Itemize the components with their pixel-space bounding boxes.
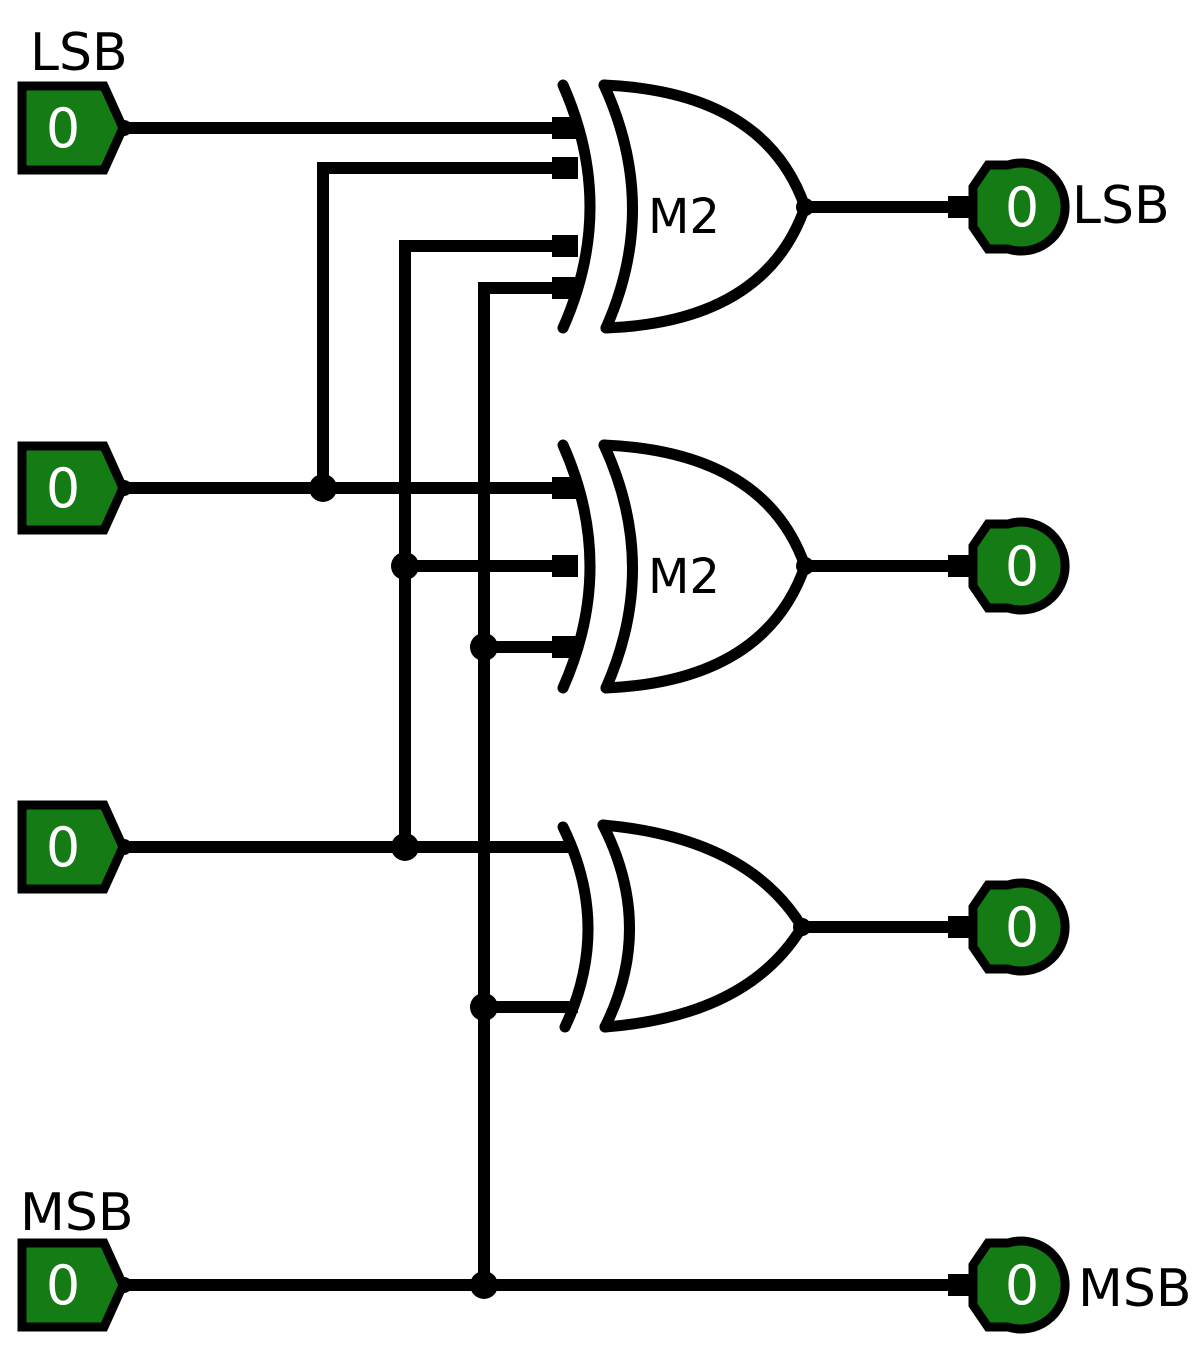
gate-input-stub [552,157,578,179]
gate-body-bottom-curve [599,921,808,1033]
output-pin-2: 0 [948,517,1070,615]
gate-input-stub [552,235,578,257]
wires [117,122,956,1291]
junction-dot [391,833,419,861]
output-pin-shape [968,1236,1070,1334]
input-label-lsb: LSB [30,23,128,83]
gate-output-dot [796,198,814,216]
pin-value: 0 [1005,896,1039,959]
input-pin-2[interactable]: 0 [17,441,128,535]
junction-dot [309,474,337,502]
gate-output-dot [793,918,811,936]
gate-body-left-arc [598,439,638,694]
pin-value: 0 [46,457,80,520]
pin-value: 0 [1005,535,1039,598]
output-label-lsb: LSB [1072,176,1170,236]
output-pin-stub [948,916,975,938]
gate-output-dot [796,557,814,575]
junction-dot [470,993,498,1021]
input-label-msb: MSB [20,1183,134,1243]
pin-value: 0 [46,97,80,160]
xor-gate-top: M2 [552,79,814,334]
gate-body-bottom-curve [600,201,811,334]
gate-label: M2 [648,189,720,245]
xor-leading-arc [557,821,594,1033]
gate-body-left-arc [598,79,638,334]
junction-dot [391,552,419,580]
output-pin-shape [968,878,1070,976]
gate-body-top-curve [598,79,811,213]
input-pin-shape[interactable] [17,81,128,175]
input-pin-lsb[interactable]: 0 [17,81,128,175]
junction-dot [470,633,498,661]
gate-body-top-curve [598,439,811,572]
gate-body-left-arc [597,819,635,1033]
gate-body-top-curve [597,819,808,933]
output-pin-stub [948,1274,975,1296]
gate-body-bottom-curve [600,560,811,694]
pin-value: 0 [1005,1254,1039,1317]
output-label-msb: MSB [1078,1259,1192,1319]
output-pin-3: 0 [948,878,1070,976]
xor-gate-bottom [557,819,811,1033]
input-pin-3[interactable]: 0 [17,800,128,894]
xor-leading-arc [557,439,596,694]
xor-leading-arc [557,79,596,334]
gate-input-stub [552,555,578,577]
pin-value: 0 [46,816,80,879]
xor-gate-middle: M2 [552,439,814,694]
output-pin-shape [968,517,1070,615]
input-pin-shape[interactable] [17,441,128,535]
gate-label: M2 [648,549,720,605]
output-pin-stub [948,555,975,577]
pin-value: 0 [46,1254,80,1317]
input-pin-shape[interactable] [17,1238,128,1332]
input-pin-shape[interactable] [17,800,128,894]
output-pin-lsb: 0 [948,158,1070,256]
wire-junctions [116,120,498,1299]
output-pin-shape [968,158,1070,256]
output-pin-stub [948,196,975,218]
output-pin-msb: 0 [948,1236,1070,1334]
junction-dot [470,1271,498,1299]
pin-value: 0 [1005,176,1039,239]
input-pin-msb[interactable]: 0 [17,1238,128,1332]
